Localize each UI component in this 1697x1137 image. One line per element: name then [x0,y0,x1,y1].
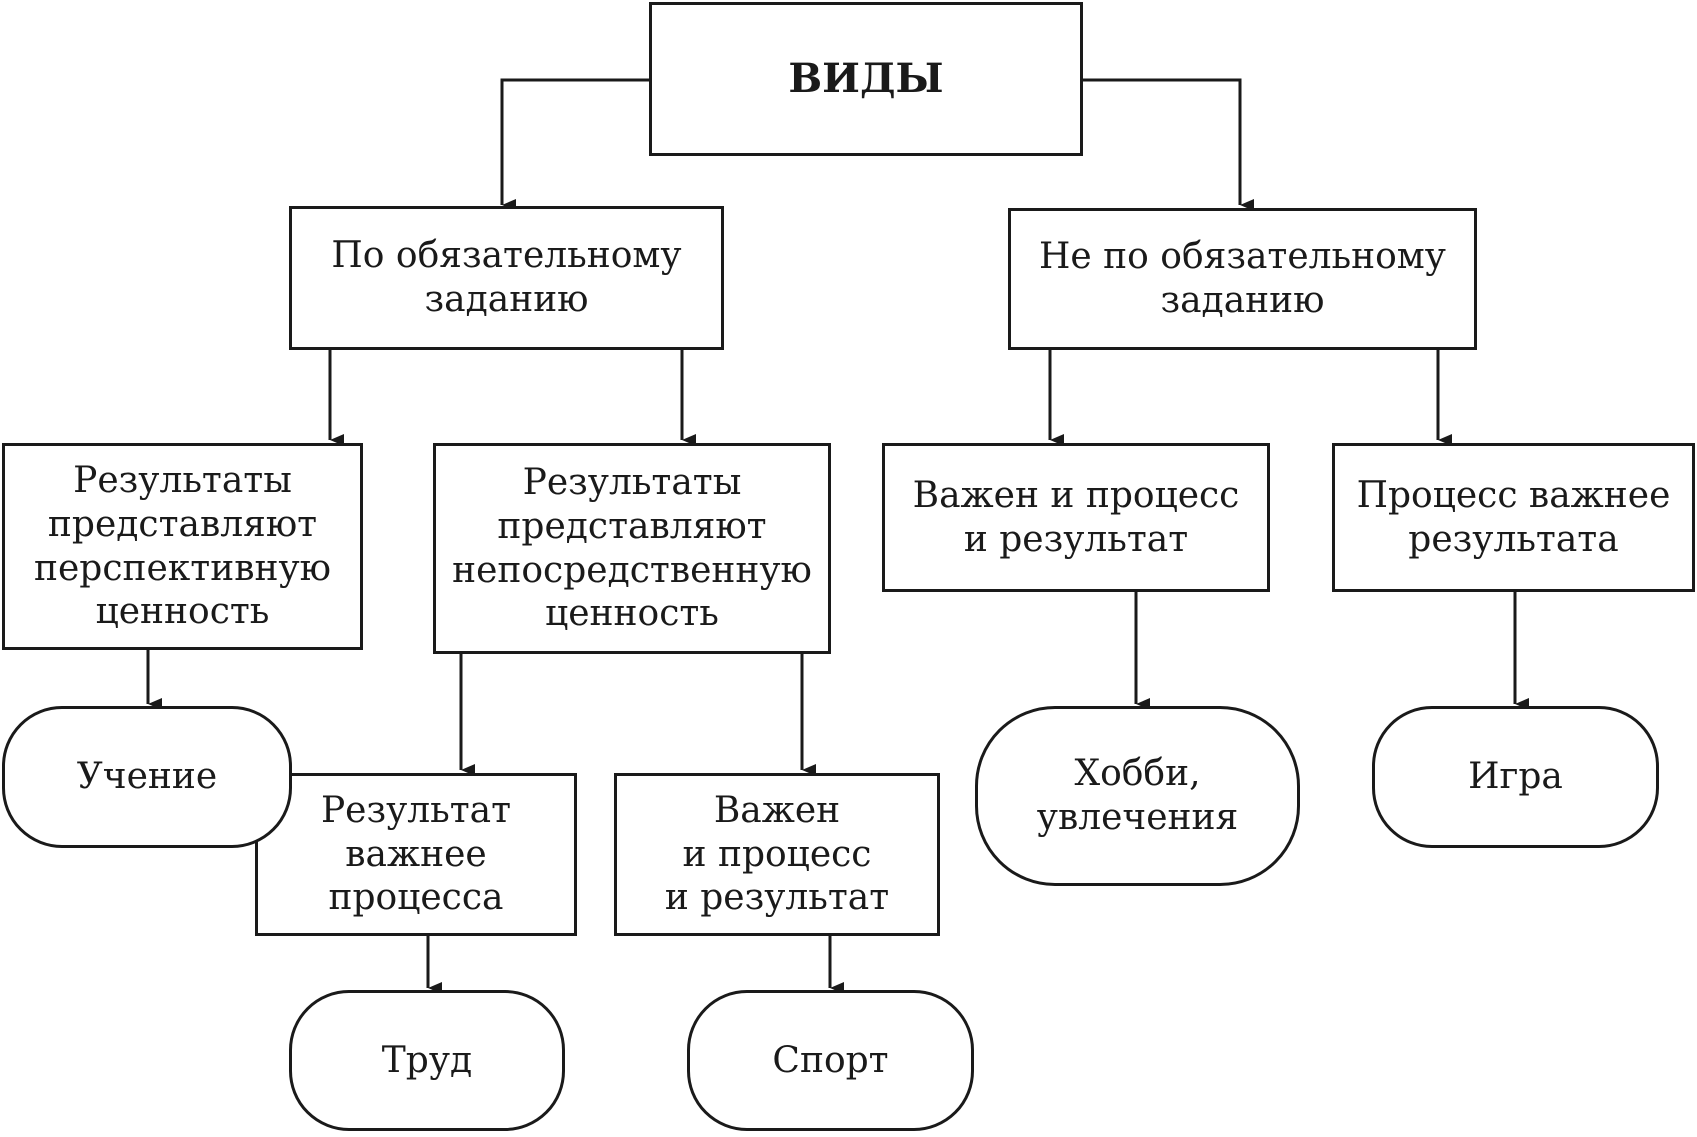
connector-root-obligatory [500,78,649,211]
obligatory-node: По обязательному заданию [289,206,724,350]
result-more-important-node: Результат важнее процесса [255,773,577,936]
process-and-result-right-node: Важен и процесс и результат [882,443,1270,592]
learning-node: Учение [2,706,292,848]
perspective-value-node: Результаты представляют перспективную це… [2,443,363,650]
non-obligatory-node: Не по обязательному заданию [1008,208,1477,350]
root-node: ВИДЫ [649,2,1083,156]
process-and-result-left-node: Важен и процесс и результат [614,773,940,936]
immediate-value-node: Результаты представляют непосредственную… [433,443,831,654]
game-node: Игра [1372,706,1659,848]
labor-node: Труд [289,990,565,1131]
hobby-node: Хобби, увлечения [975,706,1300,886]
connector-root-non-obligatory [1083,78,1254,211]
sport-node: Спорт [687,990,974,1131]
process-more-important-node: Процесс важнее результата [1332,443,1695,592]
